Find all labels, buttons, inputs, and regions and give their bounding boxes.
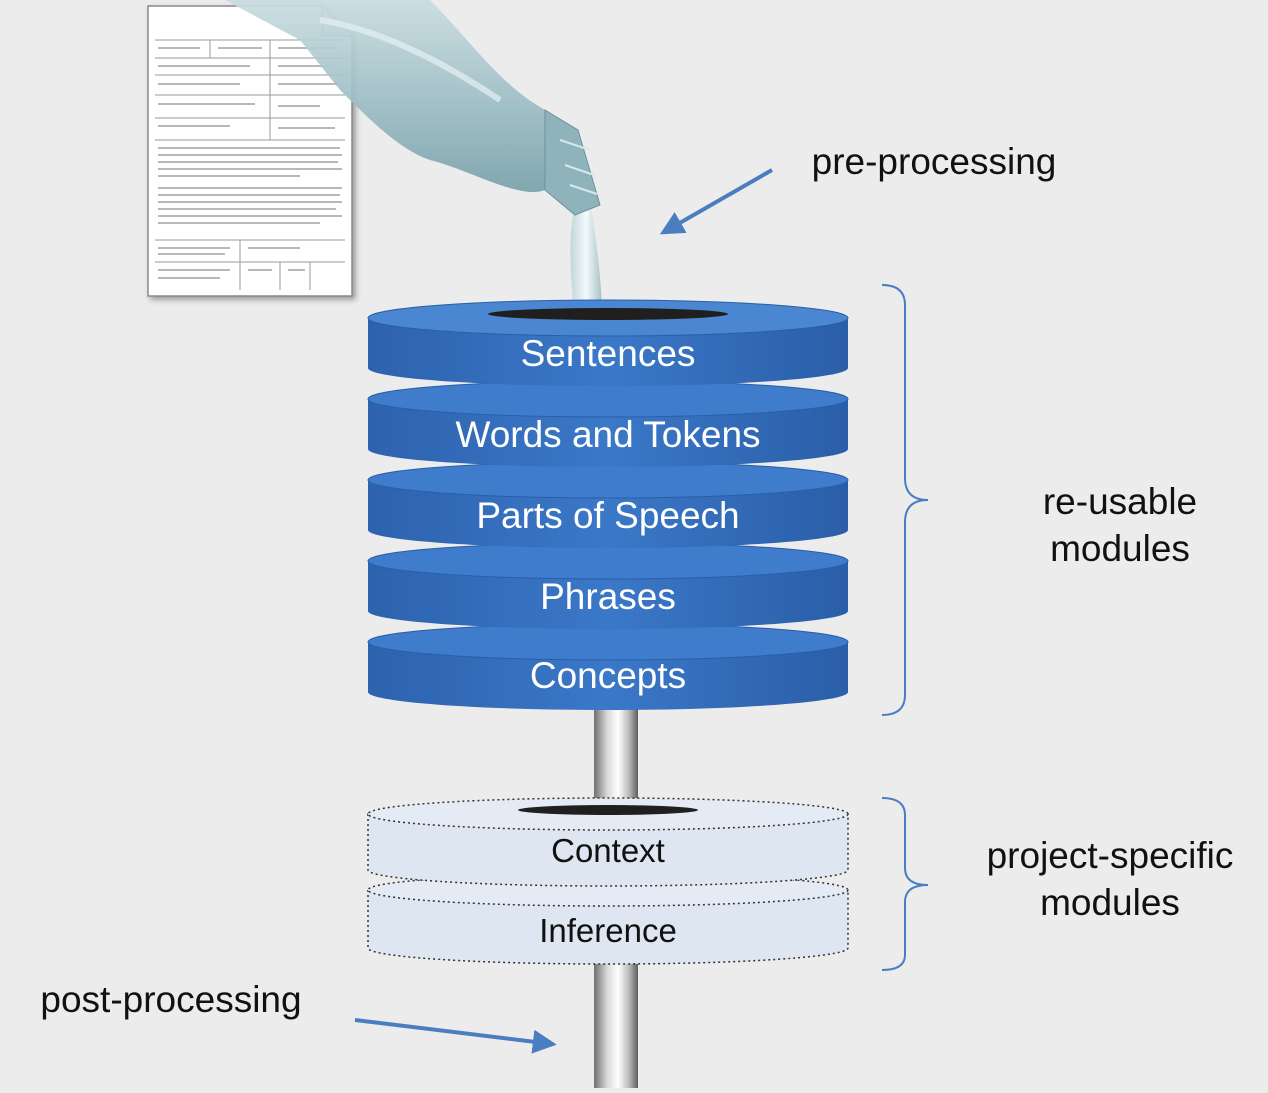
layer-label-inference: Inference: [539, 912, 677, 949]
disk-words-and-tokens: [367, 380, 849, 467]
project-bracket: [881, 797, 929, 971]
post-processing-label: post-processing: [40, 979, 302, 1020]
project-label-line2: modules: [1040, 882, 1180, 923]
layer-label-sentences: Sentences: [520, 333, 696, 374]
disk-phrases: [367, 542, 849, 629]
document-icon: [147, 5, 353, 297]
project-stack: [367, 797, 849, 965]
project-label-line1: project-specific: [986, 835, 1234, 876]
reusable-label-line2: modules: [1050, 528, 1190, 569]
water-stream: [570, 200, 602, 318]
bottle-icon: [225, 0, 601, 216]
layer-label-context: Context: [551, 832, 665, 869]
layer-label-concepts: Concepts: [529, 655, 687, 696]
layer-label-parts-of-speech: Parts of Speech: [476, 495, 740, 536]
reusable-stack: [367, 299, 849, 710]
disk-context: [367, 797, 849, 887]
layer-label-words-and-tokens: Words and Tokens: [455, 414, 761, 455]
pre-processing-label: pre-processing: [811, 141, 1057, 182]
reusable-bracket: [881, 284, 929, 716]
disk-sentences: [367, 299, 849, 386]
layer-label-phrases: Phrases: [540, 576, 676, 617]
disk-parts-of-speech: [367, 461, 849, 548]
post-processing-arrow: [354, 1018, 557, 1054]
pre-processing-arrow: [659, 168, 773, 235]
reusable-label-line1: re-usable: [1042, 481, 1198, 522]
disk-concepts: [367, 623, 849, 710]
